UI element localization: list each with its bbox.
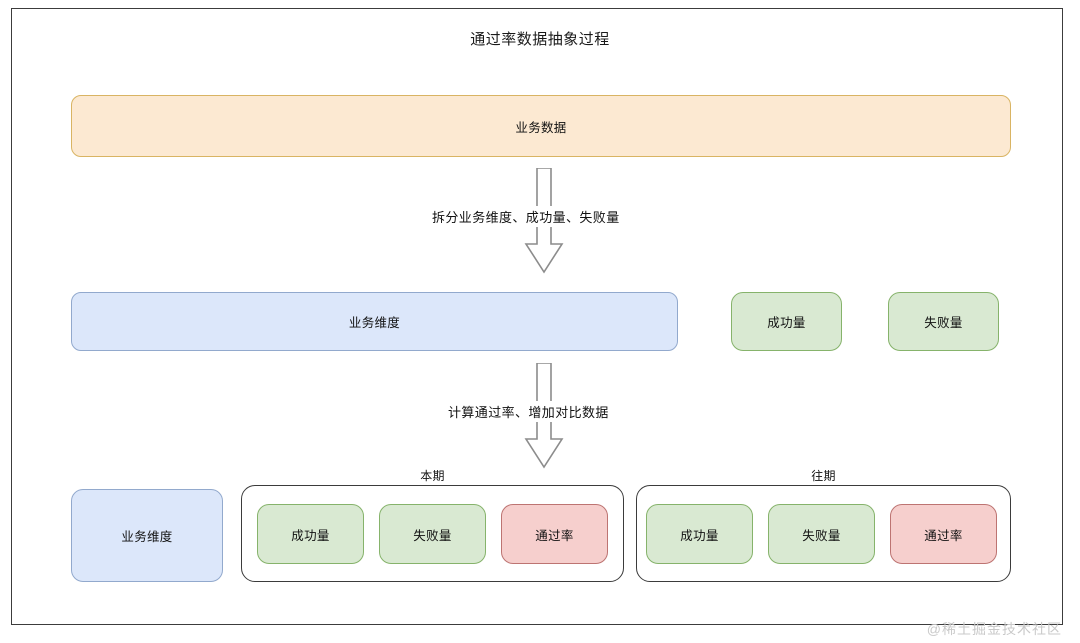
- node-past-pass-rate[interactable]: 通过率: [890, 504, 997, 564]
- group-label-past-period: 往期: [811, 469, 836, 483]
- watermark: @稀土掘金技术社区: [926, 621, 1062, 637]
- node-success-count-row2[interactable]: 成功量: [731, 292, 842, 351]
- node-past-fail-count-label: 失败量: [802, 528, 841, 543]
- node-current-success-count[interactable]: 成功量: [257, 504, 364, 564]
- node-business-data[interactable]: 业务数据: [71, 95, 1011, 157]
- node-success-count-row2-label: 成功量: [767, 316, 806, 330]
- node-current-fail-count[interactable]: 失败量: [379, 504, 486, 564]
- diagram-title: 通过率数据抽象过程: [470, 31, 610, 48]
- node-current-success-count-label: 成功量: [291, 528, 330, 543]
- node-business-data-label: 业务数据: [515, 120, 567, 135]
- node-fail-count-row2[interactable]: 失败量: [888, 292, 999, 351]
- node-business-dimension-row3-label: 业务维度: [121, 530, 173, 544]
- node-past-success-count[interactable]: 成功量: [646, 504, 753, 564]
- node-business-dimension-row2-label: 业务维度: [348, 316, 401, 330]
- arrow-label-compute-pass-rate: 计算通过率、增加对比数据: [446, 401, 611, 422]
- node-current-fail-count-label: 失败量: [413, 528, 452, 543]
- node-past-fail-count[interactable]: 失败量: [768, 504, 875, 564]
- node-fail-count-row2-label: 失败量: [924, 316, 963, 330]
- node-business-dimension-row2[interactable]: 业务维度: [71, 292, 678, 351]
- group-label-current-period: 本期: [420, 469, 445, 483]
- node-past-pass-rate-label: 通过率: [924, 528, 963, 543]
- node-business-dimension-row3[interactable]: 业务维度: [71, 489, 223, 582]
- node-current-pass-rate-label: 通过率: [535, 528, 574, 543]
- arrow-label-split-dimensions: 拆分业务维度、成功量、失败量: [430, 206, 622, 227]
- node-past-success-count-label: 成功量: [680, 528, 719, 543]
- node-current-pass-rate[interactable]: 通过率: [501, 504, 608, 564]
